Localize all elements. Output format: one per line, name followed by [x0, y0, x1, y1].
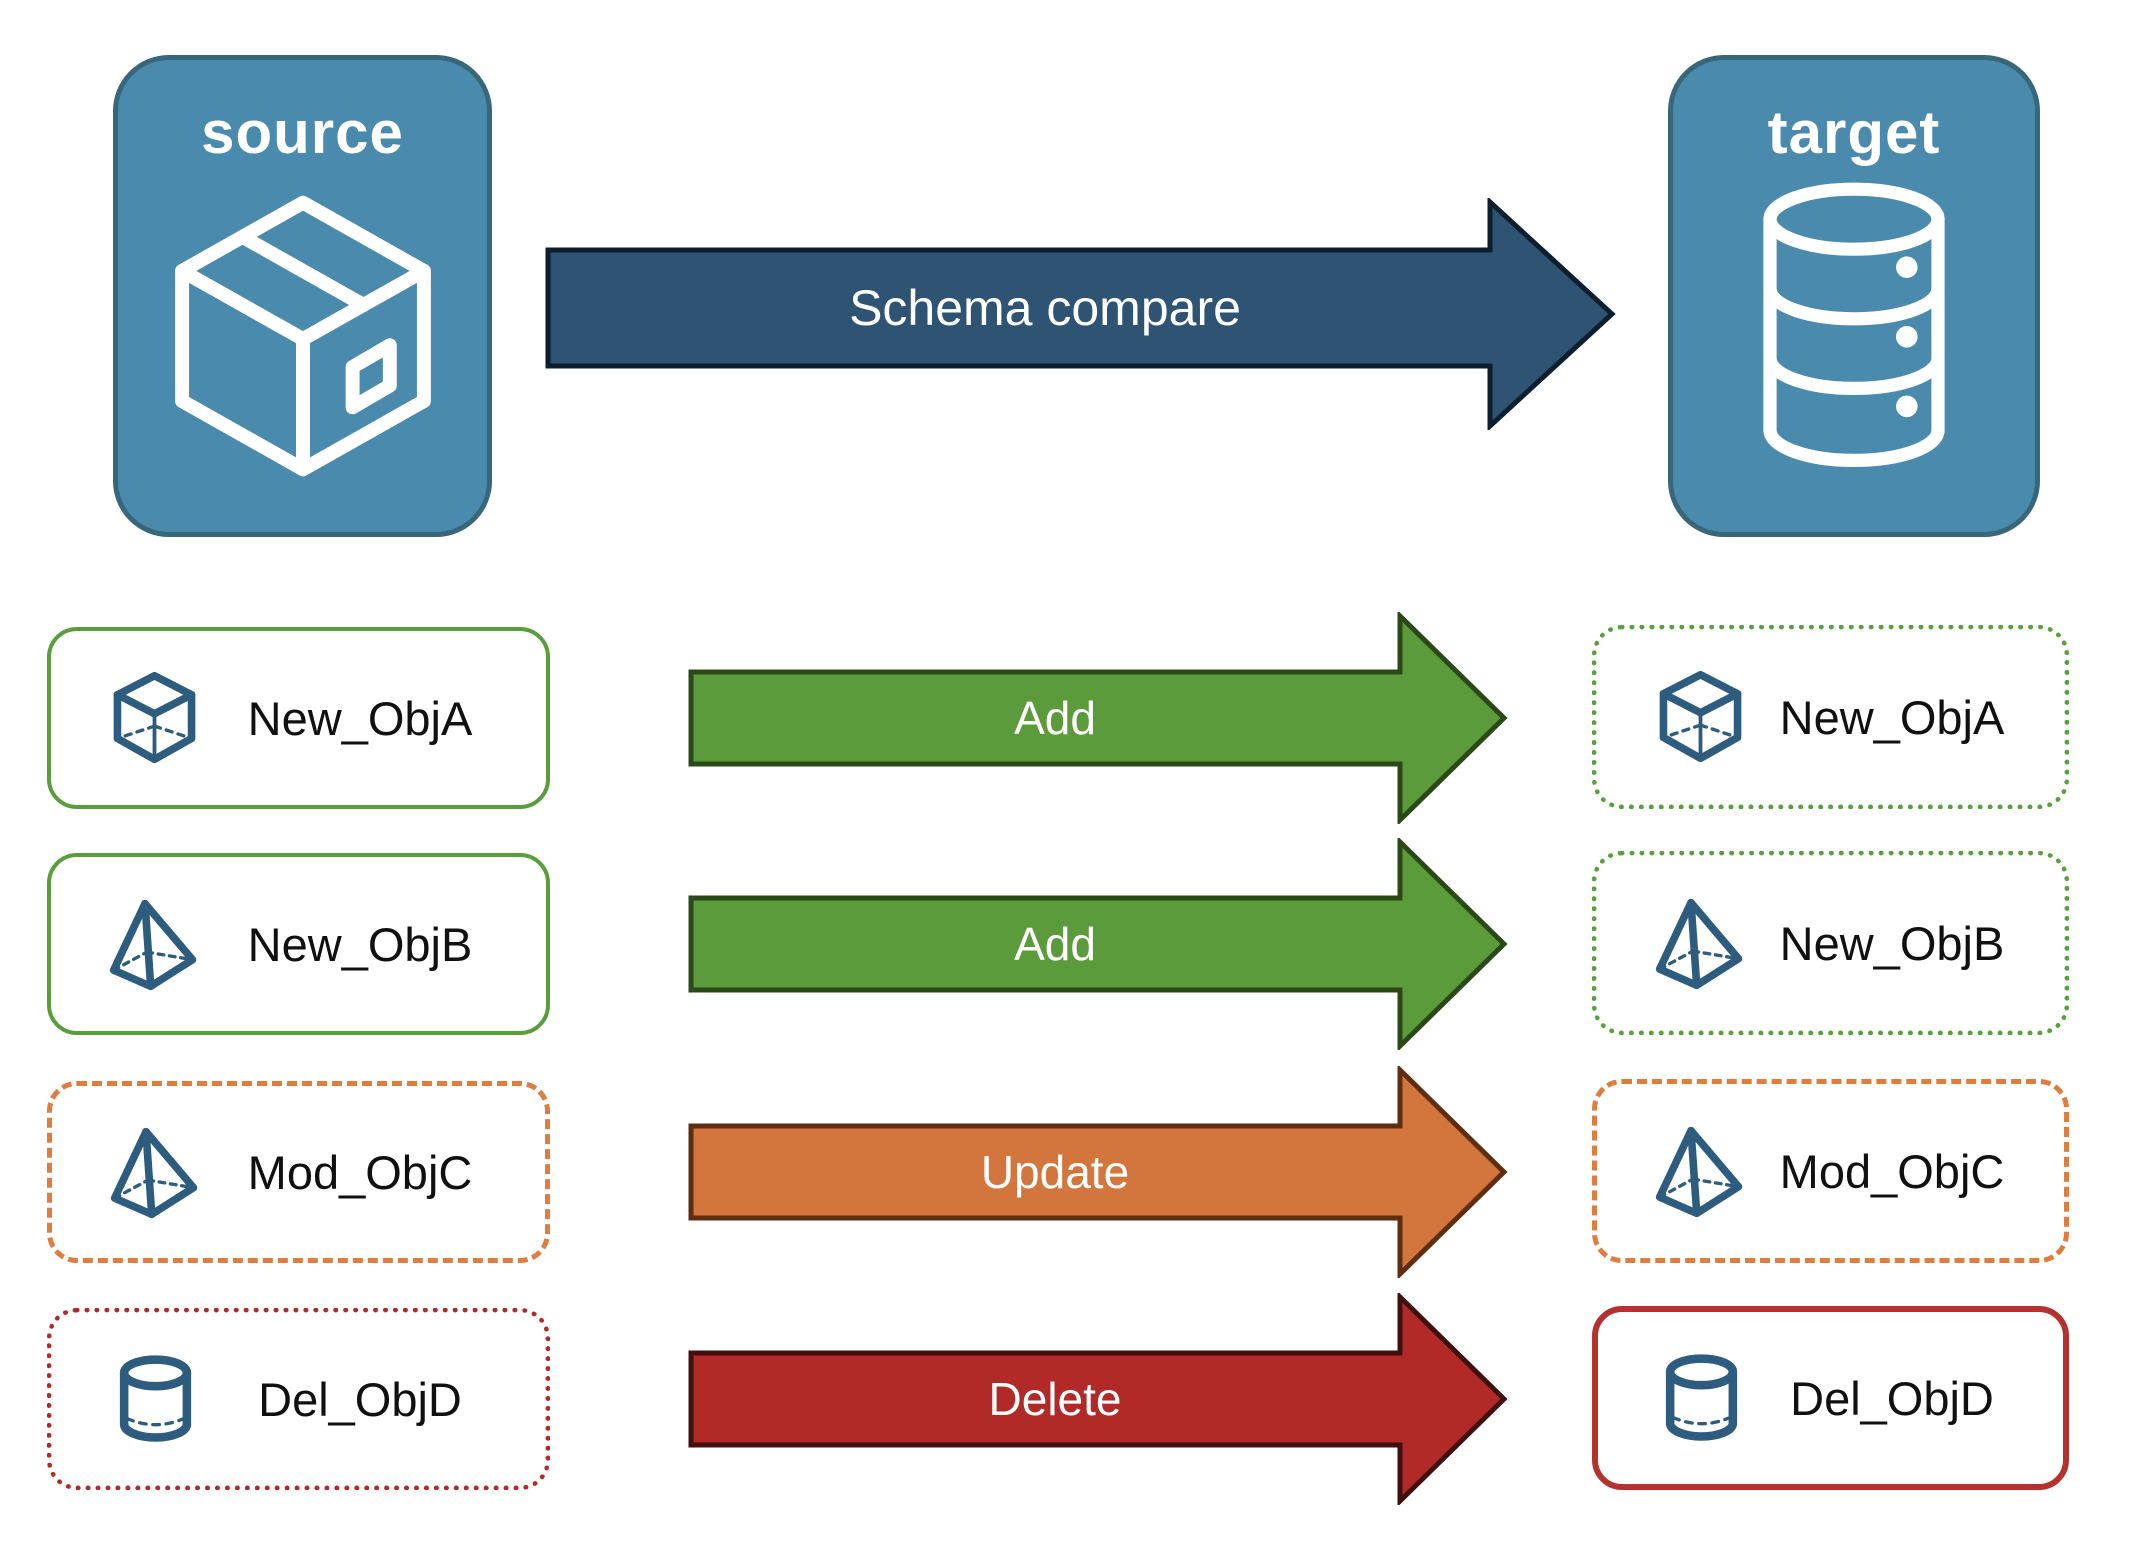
cube-icon [1653, 670, 1748, 765]
cylinder-icon [108, 1352, 203, 1447]
source-object-card: Del_ObjD [47, 1308, 550, 1490]
delete-arrow [688, 1293, 1508, 1505]
add-arrow [688, 612, 1508, 824]
object-label: New_ObjA [1779, 690, 2005, 744]
object-label: Mod_ObjC [1779, 1144, 2005, 1198]
source-object-card: New_ObjA [47, 627, 550, 809]
database-icon [1734, 176, 1974, 488]
target-object-card: Mod_ObjC [1592, 1079, 2069, 1263]
target-object-card: Del_ObjD [1592, 1306, 2069, 1490]
add-arrow-shape [688, 838, 1508, 1050]
update-arrow-shape [688, 1066, 1508, 1278]
pyramid-icon [1653, 1124, 1748, 1219]
schema-compare-arrow [545, 198, 1616, 430]
object-label: New_ObjB [1779, 916, 2005, 970]
schema-compare-arrow-shape [545, 198, 1616, 430]
update-arrow [688, 1066, 1508, 1278]
target-object-card: New_ObjB [1592, 851, 2069, 1035]
add-arrow-shape [688, 612, 1508, 824]
add-arrow [688, 838, 1508, 1050]
pyramid-icon [107, 897, 202, 992]
cube-icon [107, 671, 202, 766]
object-label: Del_ObjD [1790, 1371, 1994, 1425]
cylinder-icon [1654, 1351, 1749, 1446]
source-object-card: Mod_ObjC [47, 1081, 550, 1263]
source-node: source [113, 55, 492, 537]
target-object-card: New_ObjA [1592, 625, 2069, 809]
source-object-card: New_ObjB [47, 853, 550, 1035]
source-node-label: source [201, 99, 404, 166]
object-label: Mod_ObjC [247, 1145, 473, 1199]
target-node: target [1668, 55, 2040, 537]
pyramid-icon [1653, 896, 1748, 991]
package-icon [148, 176, 458, 496]
target-node-label: target [1767, 99, 1941, 166]
object-label: Del_ObjD [258, 1372, 462, 1426]
pyramid-icon [108, 1125, 203, 1220]
object-label: New_ObjA [247, 691, 473, 745]
delete-arrow-shape [688, 1293, 1508, 1505]
object-label: New_ObjB [247, 917, 473, 971]
